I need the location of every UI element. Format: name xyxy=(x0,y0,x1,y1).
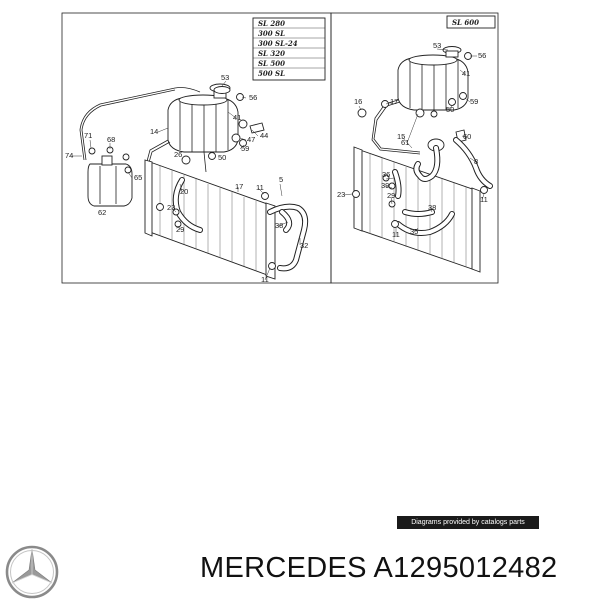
part-number: 59 xyxy=(241,144,249,153)
model-label: 300 SL xyxy=(258,29,285,38)
radiator-left xyxy=(144,159,276,280)
watermark-badge: Diagrams provided by catalogs parts xyxy=(397,516,539,529)
model-label: SL 500 xyxy=(258,59,285,68)
part-number: 41 xyxy=(233,113,241,122)
part-number: 53 xyxy=(433,41,441,50)
product-title: MERCEDES A1295012482 xyxy=(200,552,558,584)
part-number: 29 xyxy=(176,225,184,234)
part-number: 14 xyxy=(150,127,158,136)
overflow-line xyxy=(79,87,201,161)
model-label: SL 280 xyxy=(258,19,285,28)
right-panel-frame xyxy=(330,12,499,284)
right-model-labels: SL 600 xyxy=(446,15,496,29)
part-number: 50 xyxy=(446,105,454,114)
part-number: 17 xyxy=(235,182,243,191)
expansion-tank-right xyxy=(397,46,472,111)
part-number: 5 xyxy=(279,175,283,184)
model-label: 300 SL-24 xyxy=(258,39,298,48)
part-number: 26 xyxy=(174,150,182,159)
part-number: 71 xyxy=(84,131,92,140)
part-number: 23 xyxy=(167,203,175,212)
part-number: 50 xyxy=(218,153,226,162)
part-number: 23 xyxy=(337,190,345,199)
part-number: 36 xyxy=(382,170,390,179)
part-number: 68 xyxy=(107,135,115,144)
part-number: 15 xyxy=(397,132,405,141)
part-number: 16 xyxy=(354,97,362,106)
part-number: 60 xyxy=(463,132,471,141)
part-number: 8 xyxy=(474,157,478,166)
model-label: SL 600 xyxy=(452,18,479,27)
part-number: 41 xyxy=(462,69,470,78)
mercedes-star-logo xyxy=(5,545,59,599)
washer-reservoir xyxy=(87,146,133,207)
part-number: 62 xyxy=(98,208,106,217)
part-number: 59 xyxy=(470,97,478,106)
left-part-numbers: 53 56 41 14 44 47 59 26 50 71 68 74 65 6… xyxy=(65,73,308,284)
part-number: 53 xyxy=(221,73,229,82)
left-model-labels: SL 280 300 SL 300 SL-24 SL 320 SL 500 50… xyxy=(252,17,326,81)
part-number: 44 xyxy=(260,131,268,140)
part-number: 11 xyxy=(256,183,264,192)
part-number: 32 xyxy=(300,241,308,250)
part-number: 11 xyxy=(261,275,269,284)
part-number: 38 xyxy=(428,203,436,212)
part-number: 61 xyxy=(401,138,409,147)
part-number: 74 xyxy=(65,151,73,160)
expansion-tank xyxy=(167,83,239,153)
part-number: 47 xyxy=(247,135,255,144)
part-number: 56 xyxy=(249,93,257,102)
model-label: 500 SL xyxy=(258,69,285,78)
part-number: 11 xyxy=(480,195,488,204)
part-number: 29 xyxy=(387,191,395,200)
part-number: 39 xyxy=(381,181,389,190)
model-label: SL 320 xyxy=(258,49,285,58)
hose-44 xyxy=(249,122,265,134)
filler-cap xyxy=(213,86,231,94)
part-number: 56 xyxy=(478,51,486,60)
part-number: 17 xyxy=(390,97,398,106)
part-number: 20 xyxy=(180,187,188,196)
leader-lines xyxy=(72,48,485,281)
part-number: 65 xyxy=(134,173,142,182)
